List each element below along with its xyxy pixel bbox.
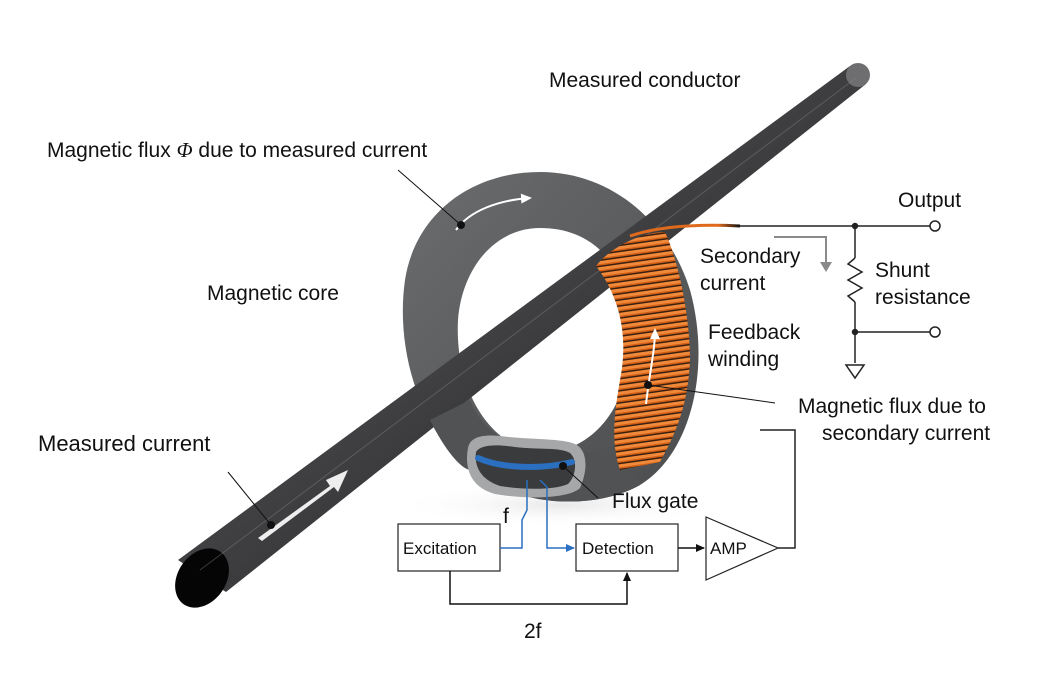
- measured-current-arrow: [258, 470, 348, 541]
- core-shadow: [390, 483, 730, 527]
- label-shunt-1: Shunt: [875, 259, 930, 282]
- conductor-near-end: [175, 548, 229, 608]
- label-shunt-2: resistance: [875, 286, 971, 309]
- output-terminal-top[interactable]: [929, 220, 941, 232]
- feedback-wire: [760, 429, 796, 549]
- label-freq-f: f: [503, 505, 509, 528]
- detection-signal-line: [539, 479, 575, 552]
- label-magnetic-core: Magnetic core: [207, 282, 339, 305]
- amp-block: [705, 516, 780, 581]
- label-measured-conductor: Measured conductor: [549, 69, 740, 92]
- block-diagram: [397, 479, 780, 605]
- label-feedback-1: Feedback: [708, 321, 801, 344]
- secondary-current-arrow: [774, 236, 827, 262]
- leader-flux-secondary: [647, 384, 776, 404]
- label-freq-2f: 2f: [524, 620, 542, 643]
- output-circuit: [740, 220, 941, 380]
- label-secondary-current-2: current: [700, 272, 766, 295]
- secondary-current-arrowhead: [820, 262, 832, 272]
- label-output: Output: [898, 189, 961, 212]
- detection-label: Detection: [582, 539, 654, 558]
- label-feedback-2: winding: [707, 348, 779, 371]
- excitation-block: [397, 523, 501, 572]
- label-flux-gate: Flux gate: [612, 490, 698, 513]
- excitation-label: Excitation: [403, 539, 477, 558]
- label-secondary-current-1: Secondary: [700, 245, 801, 268]
- label-measured-current: Measured current: [38, 431, 210, 456]
- leader-measured-current: [227, 471, 272, 526]
- output-terminal-bottom[interactable]: [929, 326, 941, 338]
- leader-flux-measured: [397, 169, 462, 226]
- label-flux-secondary-2: secondary current: [822, 422, 990, 445]
- flux-gate-cutaway: [467, 435, 586, 498]
- conductor-far-end: [846, 63, 870, 87]
- leader-flux-gate: [562, 465, 599, 499]
- label-magnetic-flux-measured: Magnetic flux Φ due to measured current: [47, 138, 427, 162]
- feedback-winding: [596, 223, 760, 470]
- 2f-reference-line: [449, 571, 631, 605]
- label-flux-secondary-1: Magnetic flux due to: [798, 395, 986, 418]
- excitation-signal-line: [500, 480, 528, 549]
- flux-arrow-secondary: [645, 328, 660, 405]
- winding-lead-top: [629, 223, 741, 238]
- amp-label: AMP: [710, 539, 747, 558]
- ground-symbol: [844, 364, 866, 380]
- measured-conductor: [175, 63, 870, 608]
- shunt-resistor: [846, 257, 864, 303]
